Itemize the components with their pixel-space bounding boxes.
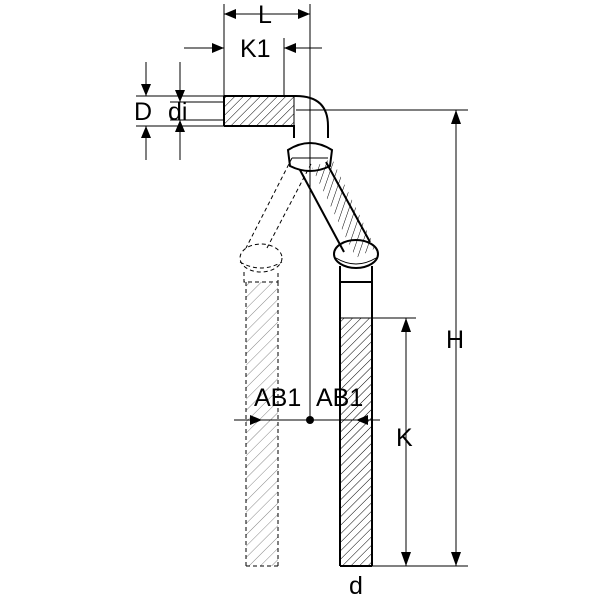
label-AB1-left: AB1 [254,384,301,412]
dimension-K1: K1 [184,35,322,96]
label-D: D [134,98,152,126]
label-d: d [349,572,363,600]
dimension-L: L [223,1,311,420]
dimension-K: K [372,317,416,566]
dimension-AB1: AB1 AB1 [234,384,380,425]
dimension-D-di: D di [134,62,224,160]
main-pipe [223,95,379,567]
label-di: di [168,98,187,126]
label-K1: K1 [240,35,271,63]
label-AB1-right: AB1 [316,384,363,412]
label-H: H [446,326,464,354]
alternate-pipe-position [239,157,312,567]
dimension-H: H [296,109,468,567]
label-K: K [396,424,413,452]
label-L: L [258,1,272,29]
